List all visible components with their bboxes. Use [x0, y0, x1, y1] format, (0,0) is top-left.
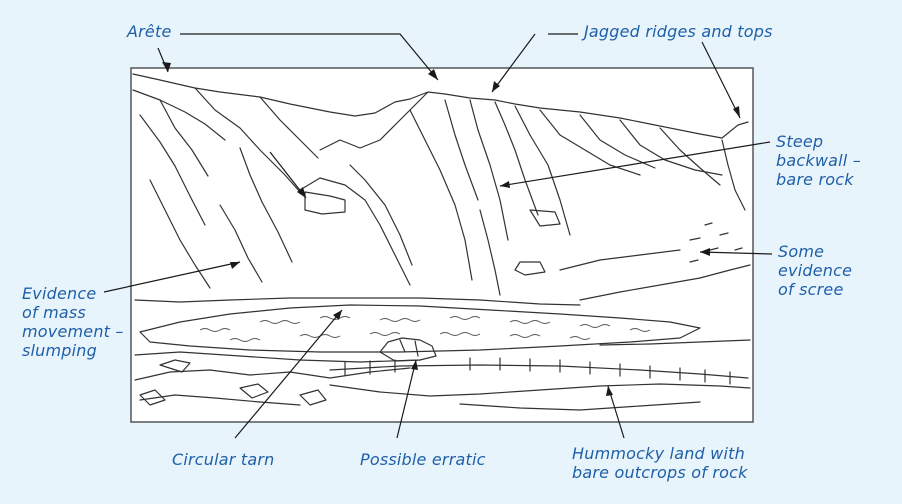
- leader-scree: [699, 251, 773, 255]
- label-mass-movement: Evidence of mass movement – slumping: [22, 284, 124, 360]
- label-possible-erratic: Possible erratic: [360, 450, 486, 469]
- arrowhead-tarn: [333, 310, 342, 320]
- arrowhead-scree: [700, 248, 710, 256]
- arrowhead-hummocky: [606, 386, 613, 396]
- arrowhead-jagged-right: [733, 106, 740, 118]
- arrowhead-ledge: [297, 187, 306, 198]
- leader-backwall: [499, 141, 771, 187]
- arrowhead-backwall: [500, 181, 510, 188]
- mountain-outline: [132, 73, 751, 411]
- label-jagged-ridges: Jagged ridges and tops: [584, 22, 773, 41]
- leader-lines: [103, 33, 773, 439]
- label-circular-tarn: Circular tarn: [172, 450, 275, 469]
- leader-jagged-peak: [491, 33, 536, 93]
- arrowhead-jagged: [492, 81, 500, 92]
- leader-tarn: [234, 309, 343, 439]
- arrowhead-erratic: [411, 360, 418, 370]
- label-scree: Some evidence of scree: [778, 242, 853, 299]
- arrowhead-arete-peak: [428, 69, 438, 80]
- label-hummocky-land: Hummocky land with bare outcrops of rock: [572, 444, 748, 482]
- sketch-frame: [130, 67, 754, 423]
- leader-jagged-right: [701, 41, 741, 119]
- leader-mass-movement: [103, 261, 241, 293]
- label-arete: Arête: [127, 22, 172, 41]
- arrowhead-mass: [230, 262, 240, 269]
- leader-arete-peak: [180, 33, 439, 81]
- label-steep-backwall: Steep backwall – bare rock: [776, 132, 861, 189]
- leader-arrowheads: [162, 62, 740, 396]
- tarn-ripples: [199, 316, 651, 342]
- leader-erratic: [396, 359, 417, 439]
- arrowhead-arete: [162, 62, 171, 72]
